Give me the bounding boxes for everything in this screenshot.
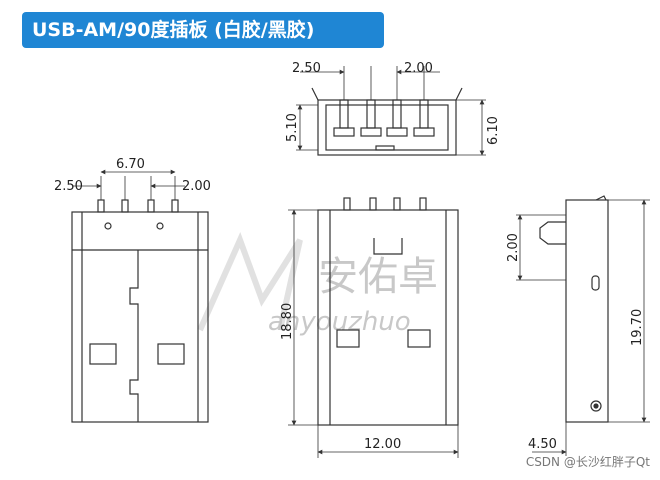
front-view-pin-span-label: 6.70 [116,157,145,172]
front-view-window-left [89,343,117,365]
side-view-pin [539,221,566,245]
side-view-slot [591,275,600,291]
plug-view-window-right [407,329,431,348]
front-view [71,169,209,423]
watermark-brand-cn: 安佑卓 [318,254,438,300]
top-view [296,66,486,156]
side-view-hole [590,400,602,412]
front-view-pitch-outer-label: 2.50 [54,179,83,194]
top-view-outer-shell [317,99,457,156]
side-view-lead-label: 2.00 [506,233,521,262]
plug-view-pins [343,197,427,211]
side-view-width-label: 4.50 [528,437,557,452]
side-view-body [565,199,609,423]
front-view-pitch-inner-label: 2.00 [182,179,211,194]
front-view-window-right [157,343,185,365]
top-view-pitch-inner-label: 2.00 [404,61,433,76]
side-view-height-label: 19.70 [630,309,645,346]
plug-view-width-label: 12.00 [364,437,401,452]
plug-view-window-left [336,329,360,348]
top-view-height-inner-label: 5.10 [285,113,300,142]
credit-text: CSDN @长沙红胖子Qt [525,455,650,469]
front-view-body [71,211,209,423]
page-title: USB-AM/90度插板 (白胶/黑胶) [22,12,384,48]
plug-view-body [317,209,459,426]
top-view-height-outer-label: 6.10 [486,116,501,145]
plug-view [288,197,459,458]
top-view-pitch-outer-label: 2.50 [292,61,321,76]
front-view-pins [97,199,179,213]
side-view [516,195,650,456]
plug-view-height-label: 18.80 [280,303,295,340]
